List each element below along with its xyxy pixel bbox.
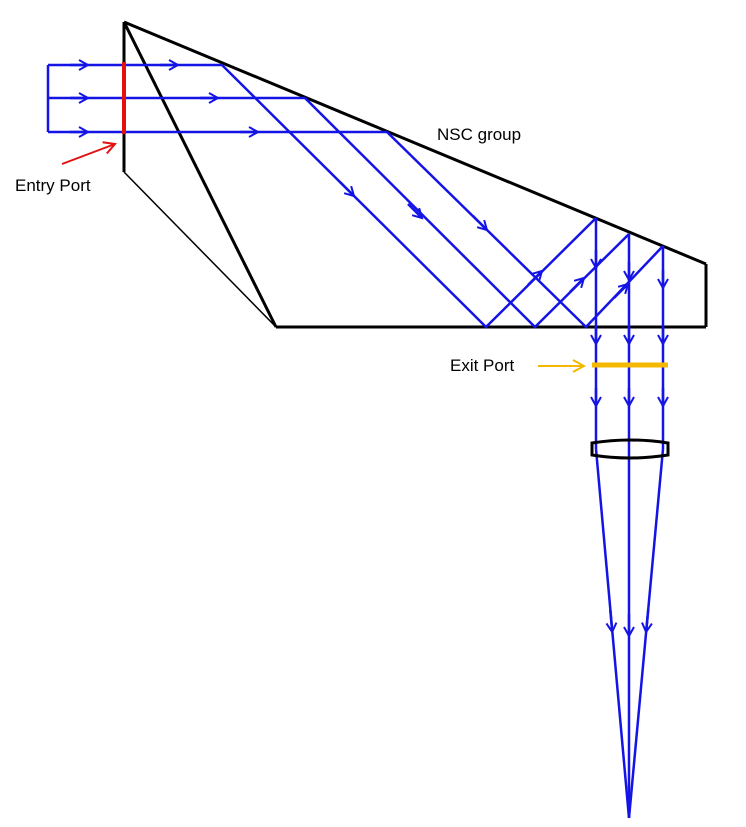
focused-ray-arrows bbox=[610, 609, 648, 636]
prism-lower-edge bbox=[123, 171, 277, 328]
exit-ray-arrows bbox=[596, 250, 663, 406]
lens bbox=[590, 438, 670, 460]
exit-port-label: Exit Port bbox=[450, 356, 515, 375]
prism-outline bbox=[122, 20, 708, 329]
entry-port-label: Entry Port bbox=[15, 176, 91, 195]
nsc-group-label: NSC group bbox=[437, 125, 521, 144]
input-ray-arrows bbox=[70, 65, 258, 132]
entry-port-arrow bbox=[61, 144, 115, 165]
internal-ray-arrows bbox=[339, 181, 628, 299]
